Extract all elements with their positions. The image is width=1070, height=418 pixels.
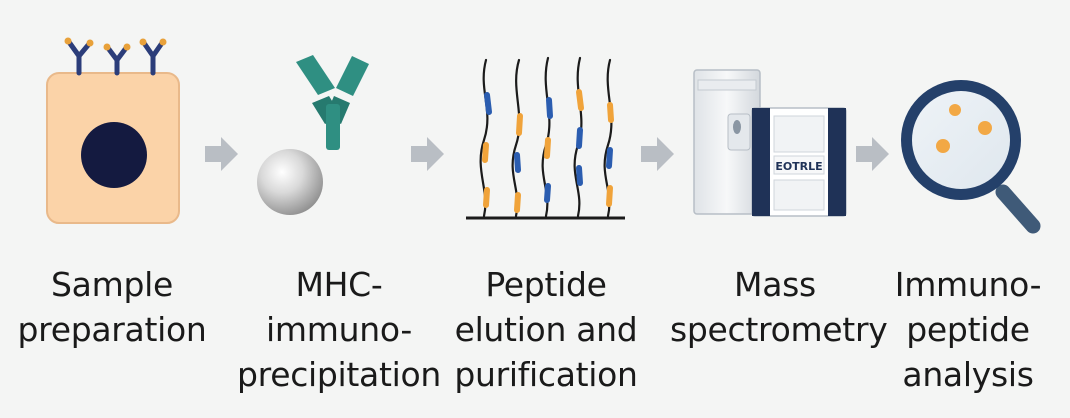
step-label-line: Peptide <box>485 265 607 304</box>
step-label-line: Immuno- <box>894 265 1042 304</box>
arrow-right-icon <box>411 137 444 171</box>
workflow-diagram: EOTRLE <box>46 37 1041 234</box>
step-label-line: preparation <box>17 310 207 349</box>
step-label-line: MHC- <box>295 265 383 304</box>
step-label-line: spectrometry <box>670 310 888 349</box>
step-label-line: analysis <box>902 355 1034 394</box>
arrow-right-icon <box>205 137 238 171</box>
step-label-mass: Mass spectrometry <box>670 262 888 352</box>
arrow-right-icon <box>856 137 889 171</box>
cell-icon <box>46 37 180 224</box>
arrow-right-icon <box>641 137 674 171</box>
peptide-strands-icon <box>466 56 625 220</box>
step-label-line: immuno- <box>266 310 412 349</box>
step-label-line: purification <box>454 355 638 394</box>
step-label-line: elution and <box>454 310 638 349</box>
bead-icon <box>257 149 323 215</box>
step-label-line: peptide <box>906 310 1030 349</box>
step-label-sample: Sample preparation <box>12 262 212 352</box>
step-label-mhc: MHC- immuno- precipitation <box>234 262 444 397</box>
instrument-panel-text: EOTRLE <box>775 160 822 173</box>
step-label-line: Sample <box>51 265 173 304</box>
antibody-icon <box>296 55 369 150</box>
step-label-analysis: Immuno- peptide analysis <box>878 262 1058 397</box>
step-label-line: Mass <box>734 265 816 304</box>
magnifier-icon <box>901 80 1041 234</box>
step-label-line: precipitation <box>237 355 441 394</box>
step-label-peptide: Peptide elution and purification <box>446 262 646 397</box>
mass-spectrometer-icon: EOTRLE <box>693 69 847 217</box>
